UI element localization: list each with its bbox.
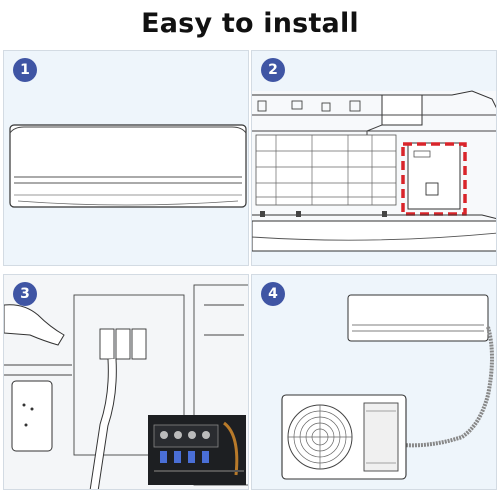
step-4-panel: 4 [251,274,497,490]
step-2-panel: 2 [251,50,497,266]
step-1-badge: 1 [13,58,37,82]
wiring-illustration [4,275,248,489]
installed-units-illustration [281,294,494,480]
indoor-unit-illustration [9,124,247,208]
step-2-badge: 2 [261,58,285,82]
step-3-panel: 3 [3,274,249,490]
step-3-badge: 3 [13,282,37,306]
step-4-badge: 4 [261,282,285,306]
page-title: Easy to install [141,8,359,39]
open-indoor-unit-illustration [252,90,496,252]
step-1-panel: 1 [3,50,249,266]
